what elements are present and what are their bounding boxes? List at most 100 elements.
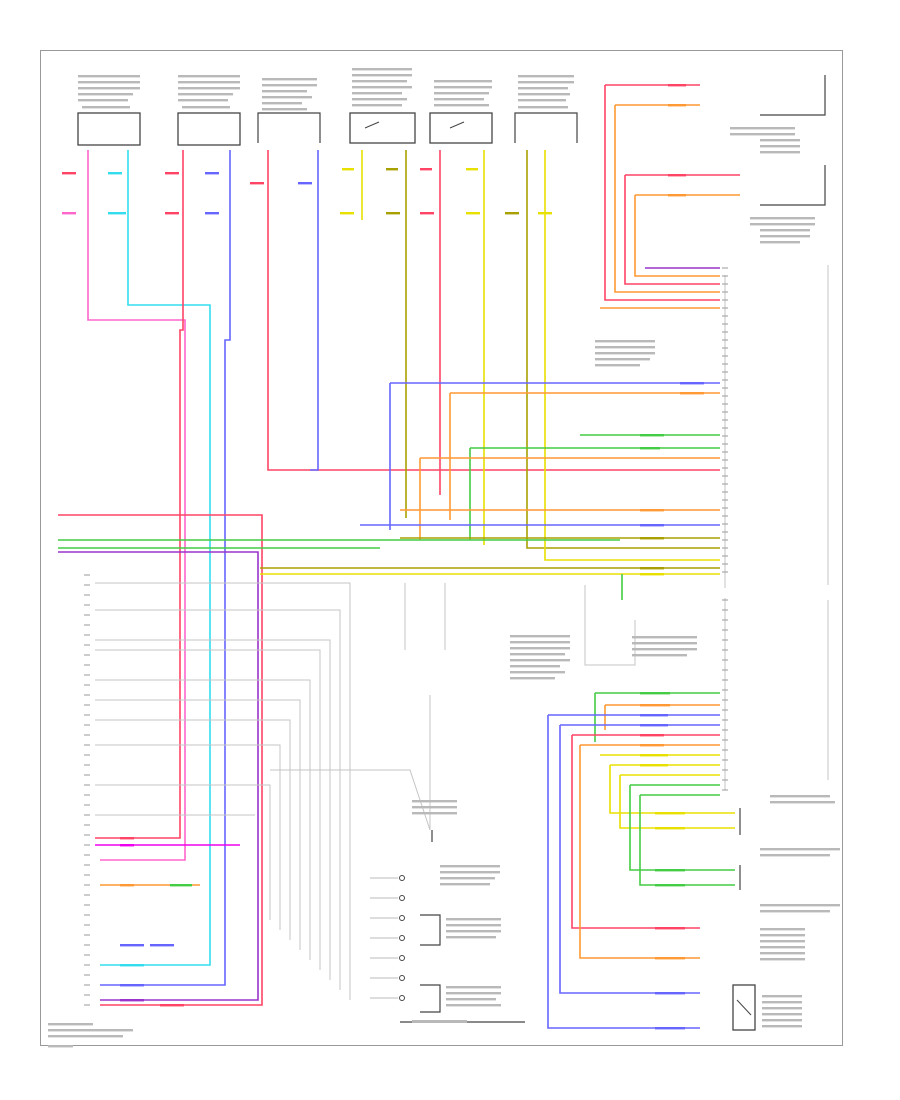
label-text-side-27: [770, 795, 830, 798]
label-text-top-29: [434, 104, 489, 107]
wire-code-55: [120, 999, 144, 1002]
wire-code-35: [640, 714, 668, 717]
label-text-side-22: [510, 677, 555, 680]
label-text-side-11: [595, 346, 655, 349]
label-text-top-35: [518, 106, 568, 109]
wire-code-26: [640, 434, 664, 437]
label-text-side-36: [760, 946, 805, 949]
wire-code-8: [250, 182, 264, 185]
label-text-top-33: [518, 93, 570, 96]
connector-icon-6: [399, 995, 405, 1001]
wire-code-10: [342, 168, 354, 171]
diagram-frame: [40, 50, 843, 1046]
label-text-side-16: [510, 641, 570, 644]
wire-code-17: [466, 212, 480, 215]
label-text-top-0: [78, 75, 140, 78]
label-text-side-55: [446, 998, 496, 1001]
label-text-side-13: [595, 358, 650, 361]
sensor-bracket-1: [420, 914, 441, 946]
label-text-top-1: [78, 81, 140, 84]
label-text-side-10: [595, 340, 655, 343]
label-text-side-38: [760, 958, 805, 961]
wire-code-1: [62, 212, 76, 215]
label-text-side-37: [760, 952, 805, 955]
label-text-side-6: [750, 223, 815, 226]
wire-code-50: [120, 844, 134, 847]
grey-wire-3: [95, 649, 321, 970]
label-marks: [48, 68, 840, 1048]
label-text-side-21: [510, 671, 565, 674]
wire-blue-a: [100, 150, 231, 986]
pin-layer: [84, 267, 728, 1006]
wire-code-21: [668, 104, 686, 107]
wire-code-48: [655, 1027, 685, 1030]
sensor-bracket-2: [420, 984, 441, 1013]
label-text-side-39: [762, 995, 802, 998]
wire-code-49: [120, 837, 134, 840]
label-text-side-54: [446, 992, 501, 995]
label-text-side-40: [762, 1001, 802, 1004]
grey-wire-2: [95, 639, 331, 980]
wire-olive-b: [526, 150, 720, 549]
label-text-top-27: [434, 92, 489, 95]
label-text-side-51: [446, 930, 501, 933]
wire-code-29: [640, 524, 664, 527]
wire-layer: [58, 84, 740, 1029]
label-text-side-41: [762, 1007, 802, 1010]
grey-wire-6: [95, 719, 291, 940]
label-text-side-46: [440, 871, 500, 874]
label-text-side-64: [48, 1045, 73, 1048]
label-text-top-30: [518, 75, 574, 78]
label-text-side-7: [760, 229, 810, 232]
label-text-side-45: [440, 865, 500, 868]
connector-icon-0: [399, 875, 405, 881]
label-text-top-9: [178, 93, 233, 96]
label-text-top-8: [178, 87, 240, 90]
label-text-top-28: [434, 98, 484, 101]
connector-bracket-6: [514, 112, 578, 143]
label-text-top-15: [262, 96, 312, 99]
wire-code-7: [205, 212, 219, 215]
label-text-top-4: [78, 99, 128, 102]
label-text-side-31: [760, 904, 840, 907]
label-text-top-13: [262, 84, 317, 87]
wire-blue-b: [310, 150, 319, 471]
label-text-side-42: [762, 1013, 802, 1016]
right-connector-top: [760, 75, 826, 116]
wire-code-46: [655, 957, 685, 960]
wire-code-42: [655, 827, 685, 830]
label-text-side-20: [510, 665, 560, 668]
label-text-side-29: [760, 848, 840, 851]
wire-code-36: [640, 724, 668, 727]
label-text-top-19: [352, 74, 412, 77]
wire-code-57: [120, 944, 144, 947]
label-text-top-26: [434, 86, 492, 89]
wire-code-0: [62, 172, 76, 175]
label-text-side-26: [632, 654, 687, 657]
wire-code-32: [640, 573, 664, 576]
label-text-side-9: [760, 241, 800, 244]
label-text-side-5: [750, 217, 815, 220]
wire-code-38: [640, 744, 664, 747]
grey-wire-0: [95, 582, 351, 1000]
label-text-top-22: [352, 92, 402, 95]
wire-code-33: [640, 692, 670, 695]
wire-code-24: [680, 382, 704, 385]
wire-code-51: [120, 884, 134, 887]
wire-code-52: [170, 884, 192, 887]
wire-code-54: [120, 984, 144, 987]
wire-code-20: [668, 84, 686, 87]
wire-code-25: [680, 392, 704, 395]
right-connector-2: [760, 165, 826, 206]
label-text-top-25: [434, 80, 492, 83]
label-text-side-49: [446, 918, 501, 921]
grey-wire-4: [95, 679, 311, 960]
wire-orange-top2: [634, 195, 720, 277]
label-text-side-17: [510, 647, 570, 650]
connector-icon-3: [399, 935, 405, 941]
label-text-top-14: [262, 90, 307, 93]
connector-bracket-3: [257, 112, 321, 143]
label-text-side-34: [760, 934, 805, 937]
wire-code-41: [655, 812, 685, 815]
wire-red-top2: [624, 175, 720, 285]
